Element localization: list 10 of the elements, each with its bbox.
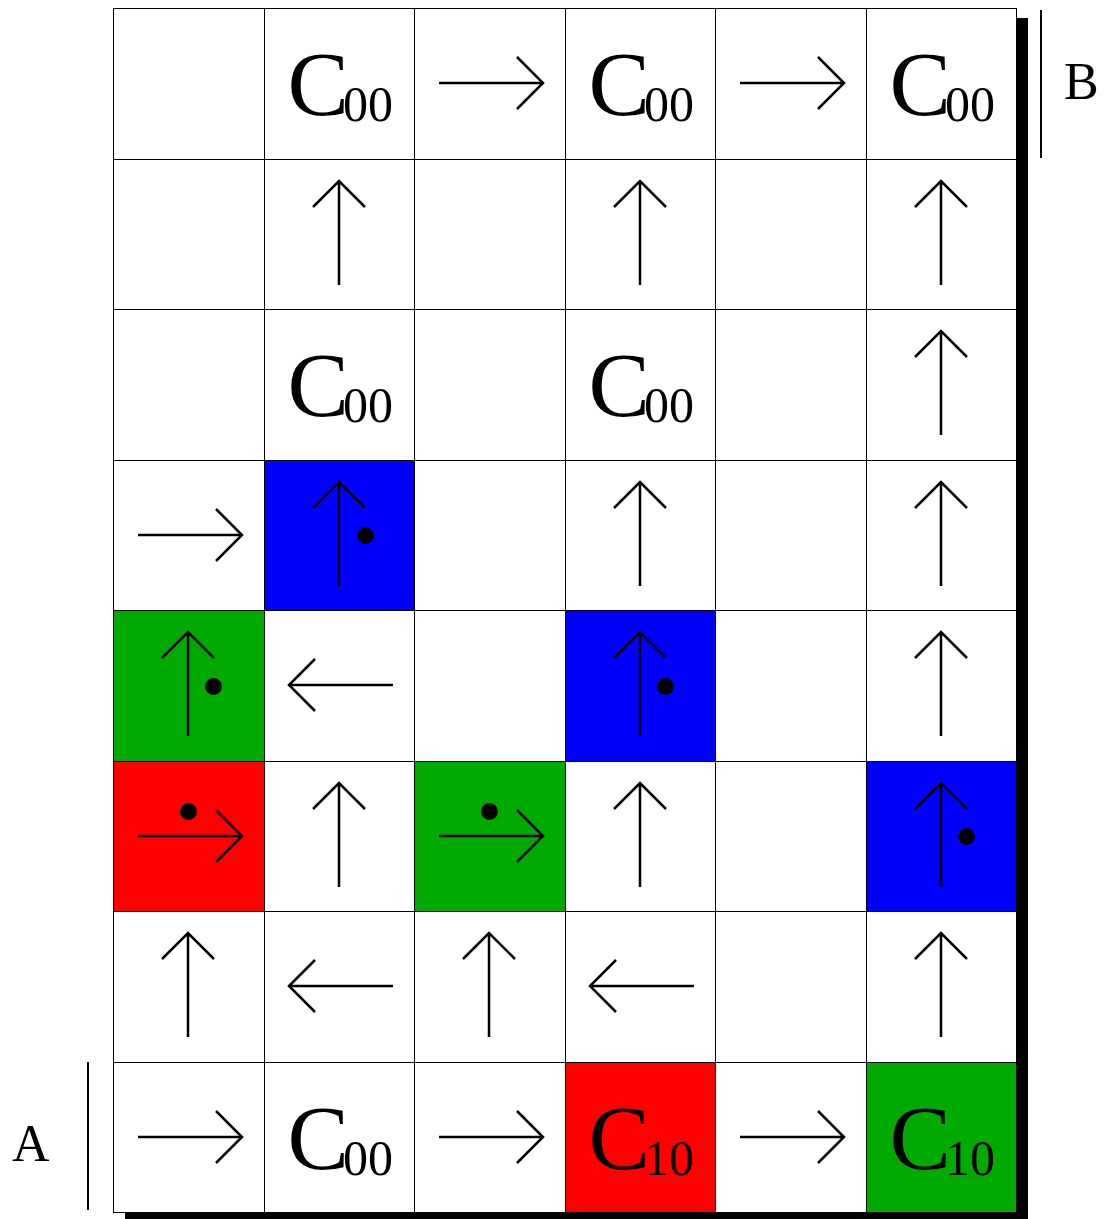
cell-label: C$_{00}$ bbox=[287, 1091, 393, 1184]
cell-label: C$_{00}$ bbox=[588, 339, 694, 431]
cell-label: C$_{00}$ bbox=[287, 339, 393, 431]
cell-label: C$_{10}$ bbox=[889, 1091, 995, 1184]
cell-label: C$_{00}$ bbox=[588, 38, 694, 130]
side-label: B bbox=[1064, 56, 1099, 108]
side-label: A bbox=[12, 1118, 50, 1170]
cell-label: C$_{00}$ bbox=[889, 38, 995, 130]
cell-label: C$_{00}$ bbox=[287, 38, 393, 130]
cell-label: C$_{10}$ bbox=[588, 1091, 694, 1184]
